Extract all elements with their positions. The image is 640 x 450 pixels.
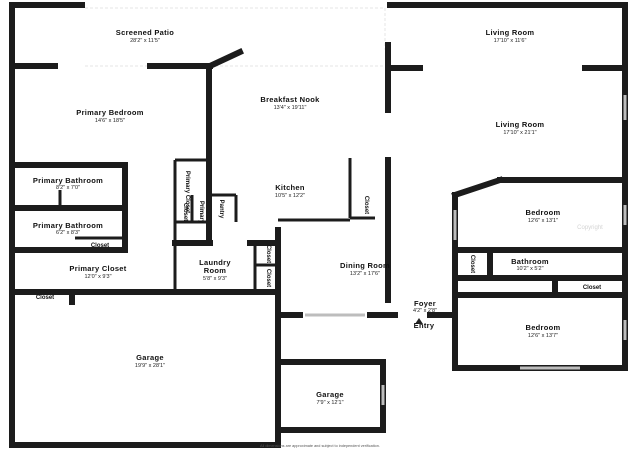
pantry-label: Pantry xyxy=(218,200,224,219)
closet-garage-label: Closet xyxy=(36,295,54,301)
bathroom-dim: 10'2" x 5'2" xyxy=(516,266,543,272)
garage-small-dim: 7'9" x 12'1" xyxy=(316,400,343,406)
closet-bath-left-label: Closet xyxy=(182,203,188,221)
screened-patio-dim: 28'2" x 11'5" xyxy=(130,38,160,44)
garage-small-name: Garage xyxy=(316,390,344,399)
bedroom-2-name: Bedroom xyxy=(525,323,560,332)
living-room-main-name: Living Room xyxy=(496,120,545,129)
dining-room-dim: 13'2" x 17'6" xyxy=(350,271,380,277)
screened-patio-name: Screened Patio xyxy=(116,28,175,37)
bedroom-2-dim: 12'6" x 13'7" xyxy=(528,333,558,339)
breakfast-nook-dim: 13'4" x 19'11" xyxy=(274,105,307,111)
closet-laundry-1-label: Closet xyxy=(265,245,271,263)
bedroom-1-name: Bedroom xyxy=(525,208,560,217)
dining-room-name: Dining Room xyxy=(340,261,390,270)
primary-bathroom-1-name: Primary Bathroom xyxy=(33,176,103,185)
windows xyxy=(305,95,627,405)
closet-bedroom-label: Closet xyxy=(469,255,475,273)
primary-bedroom-dim: 14'6" x 18'5" xyxy=(95,118,125,124)
primary-closet-2-label: Primary xyxy=(198,201,204,224)
entry-label: Entry xyxy=(414,321,435,330)
garage-main-dim: 19'9" x 28'1" xyxy=(135,363,165,369)
breakfast-nook-name: Breakfast Nook xyxy=(260,95,320,104)
closet-kitchen-label: Closet xyxy=(363,196,369,214)
closet-bathroom-right-label: Closet xyxy=(583,285,601,291)
laundry-room-name-2: Room xyxy=(204,266,226,275)
primary-closet-vertical-label: Primary Closet xyxy=(184,171,190,213)
foyer-name: Foyer xyxy=(414,299,436,308)
entry-arrow xyxy=(415,318,423,324)
primary-closet-name: Primary Closet xyxy=(69,264,126,273)
closet-laundry-2-label: Closet xyxy=(265,269,271,287)
bathroom-name: Bathroom xyxy=(511,257,549,266)
foyer-dim: 4'2" x 2'8" xyxy=(413,308,437,314)
kitchen-dim: 10'5" x 12'2" xyxy=(275,193,305,199)
laundry-room-dim: 5'8" x 9'3" xyxy=(203,276,227,282)
footer-disclaimer: All dimensions are approximate and subje… xyxy=(260,444,380,448)
primary-bathroom-2-dim: 6'2" x 8'3" xyxy=(56,230,80,236)
living-room-top-dim: 17'10" x 11'6" xyxy=(494,38,527,44)
primary-closet-dim: 12'0" x 9'3" xyxy=(84,274,111,280)
bedroom-1-dim: 12'6" x 13'1" xyxy=(528,218,558,224)
exterior-walls xyxy=(9,2,628,448)
primary-bedroom-name: Primary Bedroom xyxy=(76,108,143,117)
living-room-main-dim: 17'10" x 21'1" xyxy=(503,130,536,136)
garage-main-name: Garage xyxy=(136,353,164,362)
watermark: Copyright xyxy=(577,225,603,231)
interior-walls xyxy=(9,42,628,305)
closet-bath-row-label: Closet xyxy=(91,243,109,249)
primary-bathroom-2-name: Primary Bathroom xyxy=(33,221,103,230)
laundry-room-name-1: Laundry xyxy=(199,258,231,267)
primary-bathroom-1-dim: 8'2" x 7'0" xyxy=(56,185,80,191)
living-room-top-name: Living Room xyxy=(486,28,535,37)
kitchen-name: Kitchen xyxy=(275,183,305,192)
